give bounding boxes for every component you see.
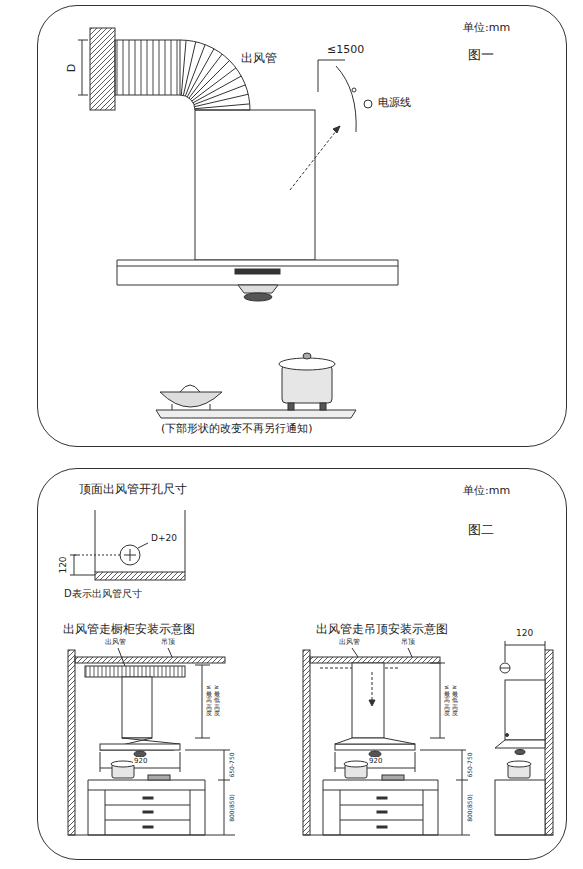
figure-panel: 单位:mm 图一 bbox=[37, 5, 567, 447]
text-label: 出风管 bbox=[240, 52, 278, 66]
dimension-label: D bbox=[66, 63, 79, 73]
text-label: 920 bbox=[368, 757, 383, 765]
text-label: (下部形状的改变不再另行通知) bbox=[160, 423, 314, 436]
figure-panel: 单位:mm 图二 bbox=[37, 468, 567, 860]
text-label: 电源线 bbox=[377, 97, 412, 110]
figure-number: 图一 bbox=[468, 46, 494, 64]
unit-note: 单位:mm bbox=[463, 20, 510, 35]
text-label: D+20 bbox=[150, 533, 178, 543]
text-label: D表示出风管尺寸 bbox=[63, 588, 143, 600]
dimension-label: ≥最低高度 bbox=[214, 684, 220, 717]
text-label: 出风管走吊顶安装示意图 bbox=[315, 623, 449, 637]
text-label: 顶面出风管开孔尺寸 bbox=[78, 483, 188, 497]
text-label: ≤1500 bbox=[326, 44, 365, 57]
text-label: 120 bbox=[515, 628, 534, 638]
unit-note: 单位:mm bbox=[463, 483, 510, 498]
dimension-label: ≤最高高度 bbox=[444, 684, 450, 717]
dimension-label: 650-750 bbox=[229, 751, 236, 778]
text-label: 出风管 bbox=[338, 638, 361, 646]
figure-number: 图二 bbox=[468, 521, 494, 539]
text-label: 吊顶 bbox=[400, 638, 416, 646]
dimension-label: 120 bbox=[58, 555, 68, 574]
text-label: 吊顶 bbox=[160, 638, 176, 646]
dimension-label: 800(850) bbox=[467, 793, 474, 823]
text-label: 920 bbox=[133, 757, 148, 765]
text-label: 出风管 bbox=[104, 638, 127, 646]
dimension-label: 650-750 bbox=[467, 751, 474, 778]
dimension-label: 800(850) bbox=[229, 793, 236, 823]
dimension-label: ≤最高高度 bbox=[206, 684, 212, 717]
dimension-label: ≥最低高度 bbox=[452, 684, 458, 717]
text-label: 出风管走橱柜安装示意图 bbox=[62, 623, 196, 637]
